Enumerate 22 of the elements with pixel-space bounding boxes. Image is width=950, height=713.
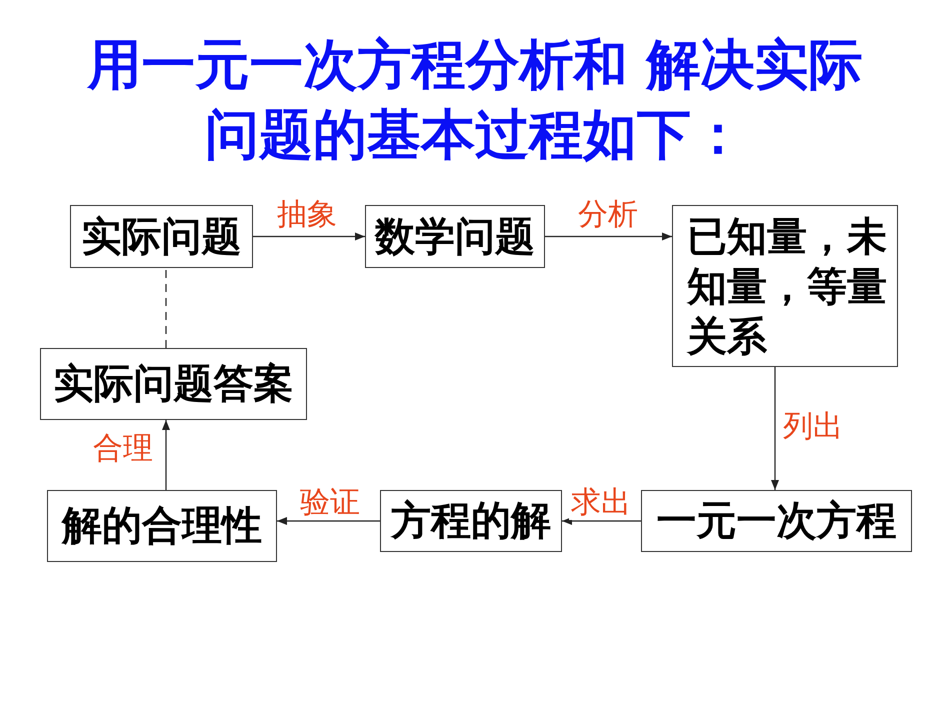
step-label: 解的合理性 (62, 501, 262, 551)
step-label: 数学问题 (375, 212, 535, 262)
dashed-line (165, 268, 167, 348)
step-label: 方程的解 (391, 496, 551, 546)
process-box (380, 490, 562, 552)
title: 用一元一次方程分析和 解决实际问题的基本过程如下： (86, 32, 864, 168)
arrow (771, 367, 779, 490)
process-box (672, 205, 898, 367)
process-box (47, 490, 277, 562)
arrow (253, 232, 365, 240)
process-box (641, 490, 912, 552)
process-box (70, 205, 253, 268)
process-box (365, 205, 545, 268)
arrow (562, 517, 641, 525)
arrow (277, 517, 380, 525)
step-label: 已知量，未知量，等量关系 (687, 212, 888, 362)
arrow (545, 232, 672, 240)
step-label: 实际问题答案 (54, 359, 294, 409)
arrow (162, 420, 170, 490)
process-box (40, 348, 307, 420)
step-label: 一元一次方程 (656, 496, 896, 546)
step-label: 实际问题 (82, 212, 242, 262)
